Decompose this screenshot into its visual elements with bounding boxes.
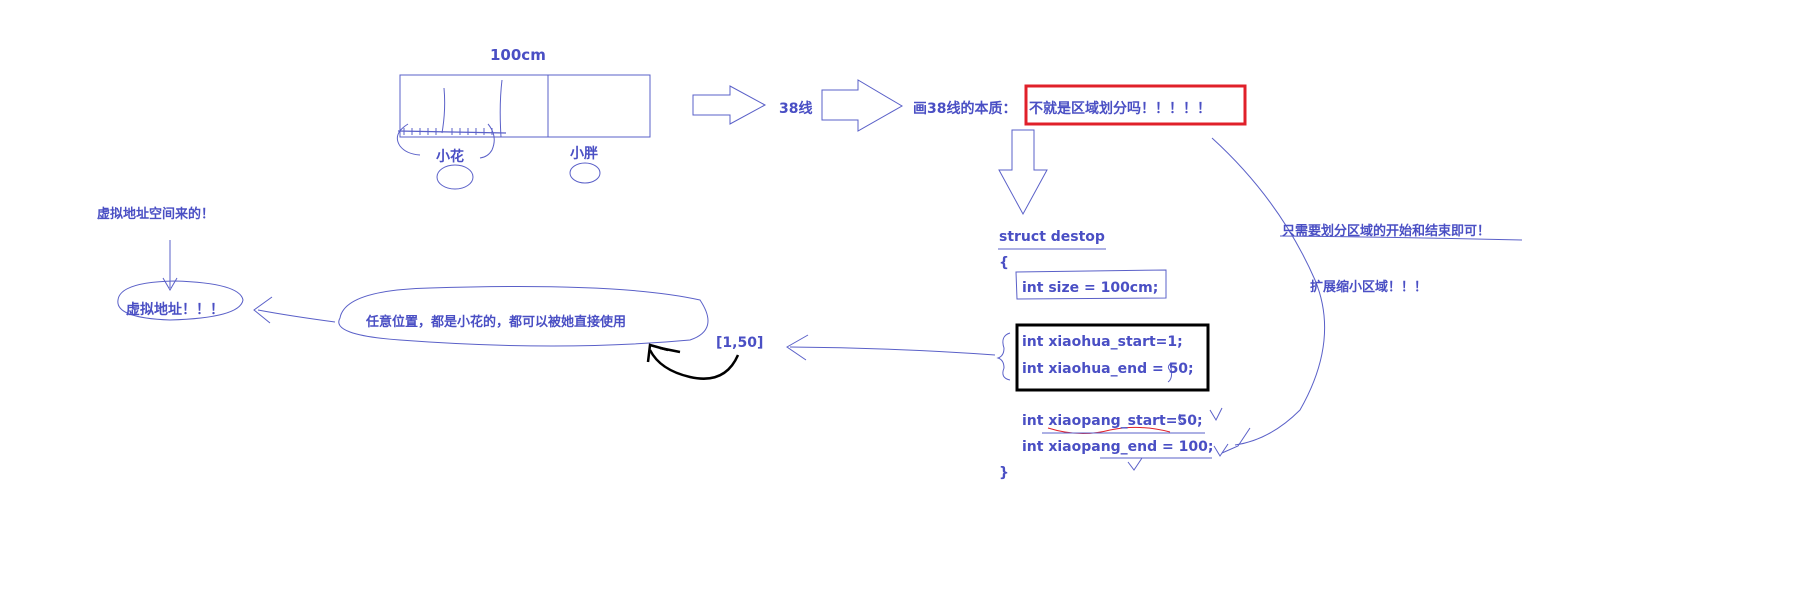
any-position-note: 任意位置，都是小花的，都可以被她直接使用 <box>366 315 627 330</box>
ruler-right-cap <box>479 123 495 159</box>
black-arrow-tail <box>659 346 681 354</box>
xiaohua-black-box <box>1015 323 1210 392</box>
essence-label: 画38线的本质： <box>913 101 1017 117</box>
curve-to-xiaopang-tail <box>1221 427 1251 454</box>
arrow-to-virtual-address <box>257 309 336 323</box>
xiaopang-start-check <box>1209 407 1223 422</box>
xiaopang-start-line: int xiaopang_start=50; <box>1022 413 1203 429</box>
close-brace: } <box>999 465 1009 481</box>
xiaohua-end-line: int xiaohua_end = 50; <box>1022 361 1194 377</box>
size-line: int size = 100cm; <box>1022 280 1159 296</box>
xiaopang-end-line: int xiaopang_end = 100; <box>1022 439 1214 455</box>
xiaohua-label: 小花 <box>436 149 464 165</box>
any-position-bubble <box>338 286 709 347</box>
xiaopang-start-mark <box>1178 413 1185 425</box>
arrow-to-range <box>789 346 996 356</box>
block-arrow-1 <box>692 85 767 125</box>
xiaohua-marker-left <box>441 87 446 134</box>
xiaopang-label: 小胖 <box>570 146 598 162</box>
block-arrow-2 <box>821 79 903 132</box>
black-curved-arrow <box>648 349 740 380</box>
ruler-left-cap <box>396 123 421 156</box>
desk-rectangle <box>399 74 651 138</box>
open-brace: { <box>999 255 1009 271</box>
xiaohua-brace <box>996 332 1011 381</box>
virtual-space-note: 虚拟地址空间来的！ <box>97 207 215 222</box>
arrow-to-range-head <box>786 334 809 361</box>
xiaohua-head <box>436 164 474 190</box>
size-box <box>1015 269 1167 300</box>
xiaopang-head <box>569 162 601 184</box>
xiaopang-red-underline <box>1047 426 1171 434</box>
arrow-to-virtual-address-head <box>253 296 273 324</box>
arrow-down-head <box>162 277 178 291</box>
ruler-ticks <box>403 128 493 135</box>
xiaohua-marker-right <box>499 79 503 138</box>
range-label: [1,50] <box>716 335 764 351</box>
essence-red-box <box>1024 84 1247 126</box>
line38-label: 38线 <box>779 101 813 117</box>
xiaohua-end-mark <box>1167 363 1173 383</box>
virtual-address-ellipse <box>117 280 244 321</box>
only-need-note: 只需要划分区域的开始和结束即可！ <box>1282 224 1491 239</box>
xiaohua-start-line: int xiaohua_start=1; <box>1022 334 1183 350</box>
essence-highlight-text: 不就是区域划分吗！！！！！ <box>1029 101 1211 117</box>
desk-width-label: 100cm <box>490 46 546 64</box>
xiaopang-end-check <box>1127 457 1143 471</box>
virtual-address-label: 虚拟地址！！！ <box>126 302 224 318</box>
expand-shrink-note: 扩展缩小区域！！！ <box>1310 280 1428 295</box>
xiaopang-end-check-2 <box>1213 443 1229 457</box>
curve-to-xiaopang <box>1211 137 1326 446</box>
struct-declaration: struct destop <box>999 229 1105 245</box>
only-need-underline <box>1279 235 1523 241</box>
block-arrow-down <box>998 129 1048 216</box>
